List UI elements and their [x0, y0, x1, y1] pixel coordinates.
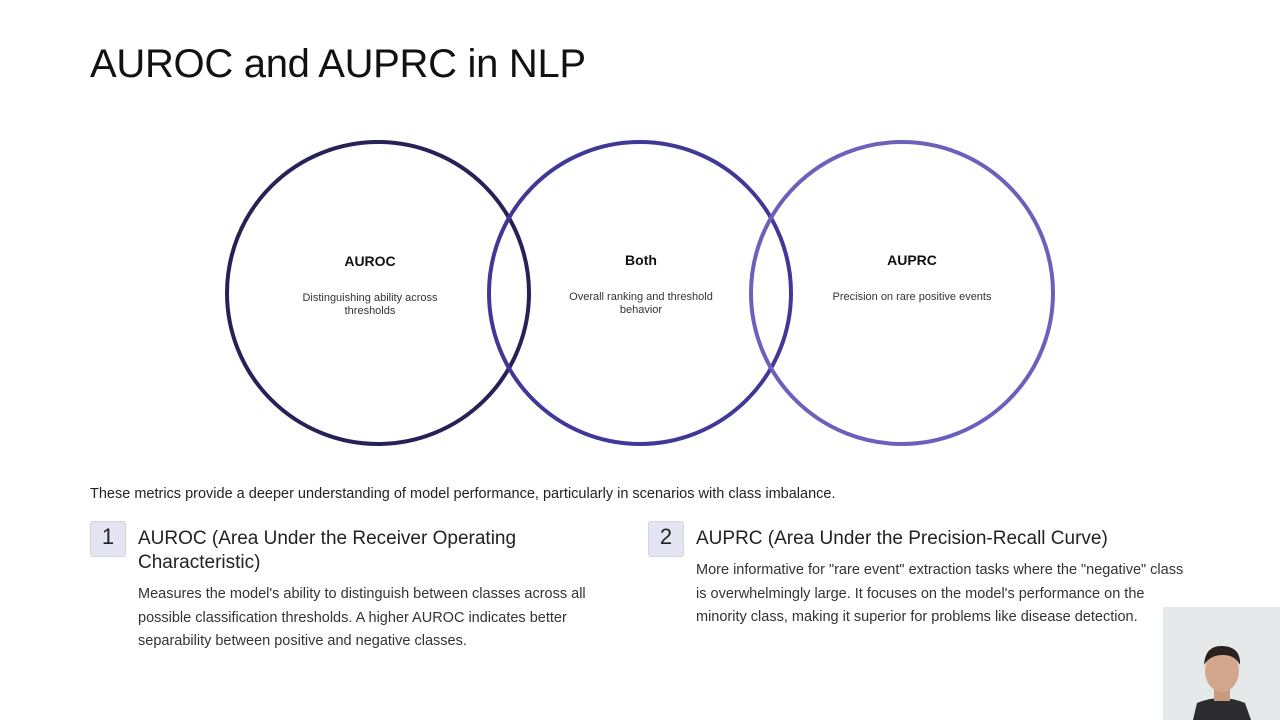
venn-desc-auprc: Precision on rare positive events: [832, 291, 992, 303]
intro-text: These metrics provide a deeper understan…: [90, 486, 836, 502]
venn-heading-auprc: AUPRC: [887, 252, 937, 268]
venn-heading-auroc: AUROC: [344, 253, 396, 269]
presenter-video-icon: [1163, 607, 1280, 720]
venn-circle-both: [487, 140, 793, 446]
card-title: AUROC (Area Under the Receiver Operating…: [138, 528, 517, 573]
venn-label-auroc: AUROC Distinguishing ability across thre…: [270, 253, 470, 318]
card-body: Measures the model's ability to distingu…: [138, 586, 586, 649]
presenter-webcam: [1163, 607, 1280, 720]
venn-label-auprc: AUPRC Precision on rare positive events: [792, 252, 1032, 304]
slide-title: AUROC and AUPRC in NLP: [90, 42, 586, 86]
venn-circle-auprc: [749, 140, 1055, 446]
venn-label-both: Both Overall ranking and threshold behav…: [541, 252, 741, 317]
card-body: More informative for "rare event" extrac…: [696, 562, 1184, 625]
card-title: AUPRC (Area Under the Precision-Recall C…: [696, 528, 1108, 549]
venn-desc-auroc: Distinguishing ability across thresholds: [302, 292, 438, 317]
venn-circle-auroc: [225, 140, 531, 446]
card-number-badge: 1: [90, 521, 126, 557]
card-number-badge: 2: [648, 521, 684, 557]
venn-heading-both: Both: [625, 252, 657, 268]
venn-desc-both: Overall ranking and threshold behavior: [569, 291, 713, 316]
venn-diagram: [225, 140, 1055, 446]
